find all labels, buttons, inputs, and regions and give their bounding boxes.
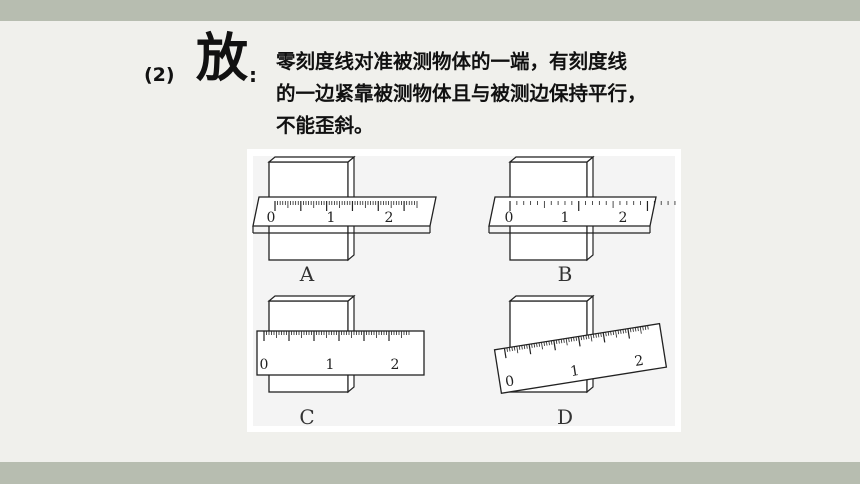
minor-tick <box>518 345 521 350</box>
tick-label-0: 0 <box>267 210 276 226</box>
minor-tick <box>506 347 508 352</box>
minor-tick <box>634 327 637 332</box>
tick-label-2: 2 <box>633 353 644 370</box>
minor-tick <box>600 332 602 337</box>
minor-tick <box>565 338 568 346</box>
minor-tick <box>558 339 560 344</box>
minor-tick <box>625 328 627 334</box>
minor-tick <box>526 344 528 349</box>
minor-tick <box>550 340 553 345</box>
minor-tick <box>570 337 573 342</box>
tick-label-1: 1 <box>327 210 336 226</box>
minor-tick <box>639 326 642 334</box>
major-tick <box>503 348 507 359</box>
keyword-title: 放 <box>196 29 249 89</box>
ruler-ticks <box>263 331 410 341</box>
minor-tick <box>543 341 545 346</box>
ruler-ticks <box>509 201 676 211</box>
minor-tick <box>533 343 536 348</box>
minor-tick <box>538 342 541 347</box>
minor-tick <box>563 338 565 343</box>
minor-tick <box>513 346 516 351</box>
minor-tick <box>508 347 511 352</box>
minor-tick <box>523 345 526 350</box>
description-text: 零刻度线对准被测物体的一端，有刻度线 的一边紧靠被测物体且与被测边保持平行， 不… <box>276 50 647 137</box>
minor-tick <box>637 327 639 332</box>
minor-tick <box>629 328 632 333</box>
minor-tick <box>587 334 590 339</box>
minor-tick <box>516 346 519 354</box>
minor-tick <box>590 334 593 342</box>
minor-tick <box>612 330 615 336</box>
top-band <box>0 0 860 21</box>
minor-tick <box>620 329 622 334</box>
minor-tick <box>597 333 600 338</box>
minor-tick <box>583 335 585 340</box>
panel-caption: C <box>299 405 314 429</box>
keyword-colon: : <box>249 63 257 87</box>
minor-tick <box>511 346 513 352</box>
tick-label-1: 1 <box>561 210 570 226</box>
minor-tick <box>622 329 624 334</box>
minor-tick <box>521 345 523 350</box>
minor-tick <box>536 343 538 348</box>
tick-label-1: 1 <box>569 363 580 380</box>
minor-tick <box>585 335 587 340</box>
ruler-diagram: 0 1 2 A 0 1 2 B 0 1 <box>252 155 676 429</box>
minor-tick <box>573 337 575 342</box>
tick-label-0: 0 <box>260 357 269 373</box>
step-label: (2) <box>144 64 175 86</box>
panel-a: 0 1 2 A <box>252 155 437 286</box>
tick-label-2: 2 <box>391 357 400 373</box>
minor-tick <box>541 342 543 350</box>
major-tick <box>528 344 532 355</box>
minor-tick <box>647 325 649 330</box>
minor-tick <box>568 337 570 343</box>
minor-tick <box>531 343 533 348</box>
panel-c: 0 1 2 C <box>256 294 425 429</box>
panel-d: 0 1 2 D <box>493 294 668 429</box>
tick-label-2: 2 <box>619 210 628 226</box>
ruler-body <box>488 196 657 227</box>
ruler-figure: 0 1 2 A 0 1 2 B 0 1 <box>247 149 681 432</box>
minor-tick <box>546 341 548 346</box>
block-top <box>508 156 595 163</box>
minor-tick <box>644 325 647 330</box>
minor-tick <box>607 331 610 336</box>
panel-b: 0 1 2 B <box>488 155 676 286</box>
major-tick <box>602 332 606 343</box>
minor-tick <box>555 339 558 345</box>
block-top <box>267 156 356 163</box>
tick-label-2: 2 <box>385 210 394 226</box>
panel-caption: B <box>558 262 573 286</box>
minor-tick <box>605 332 607 337</box>
ruler-ticks <box>503 325 649 359</box>
minor-tick <box>632 327 634 332</box>
minor-tick <box>580 336 582 341</box>
tilted-ruler: 0 1 2 <box>493 322 668 394</box>
minor-tick <box>595 333 597 338</box>
minor-tick <box>560 339 563 344</box>
tick-label-0: 0 <box>504 373 515 390</box>
ruler-ticks <box>274 201 418 211</box>
major-tick <box>577 336 581 347</box>
minor-tick <box>548 341 550 346</box>
minor-tick <box>592 334 595 339</box>
minor-tick <box>615 330 618 338</box>
major-tick <box>627 328 631 339</box>
panel-caption: D <box>557 405 573 429</box>
minor-tick <box>617 330 620 335</box>
block-top <box>508 295 595 302</box>
panel-caption: A <box>299 262 315 286</box>
block-top <box>267 295 356 302</box>
minor-tick <box>575 336 578 341</box>
minor-tick <box>610 331 612 336</box>
tick-label-1: 1 <box>326 357 335 373</box>
ruler-body <box>256 330 425 376</box>
tick-label-0: 0 <box>505 210 514 226</box>
major-tick <box>553 340 556 351</box>
bottom-band <box>0 462 860 484</box>
minor-tick <box>642 326 644 331</box>
ruler-body <box>493 322 668 394</box>
